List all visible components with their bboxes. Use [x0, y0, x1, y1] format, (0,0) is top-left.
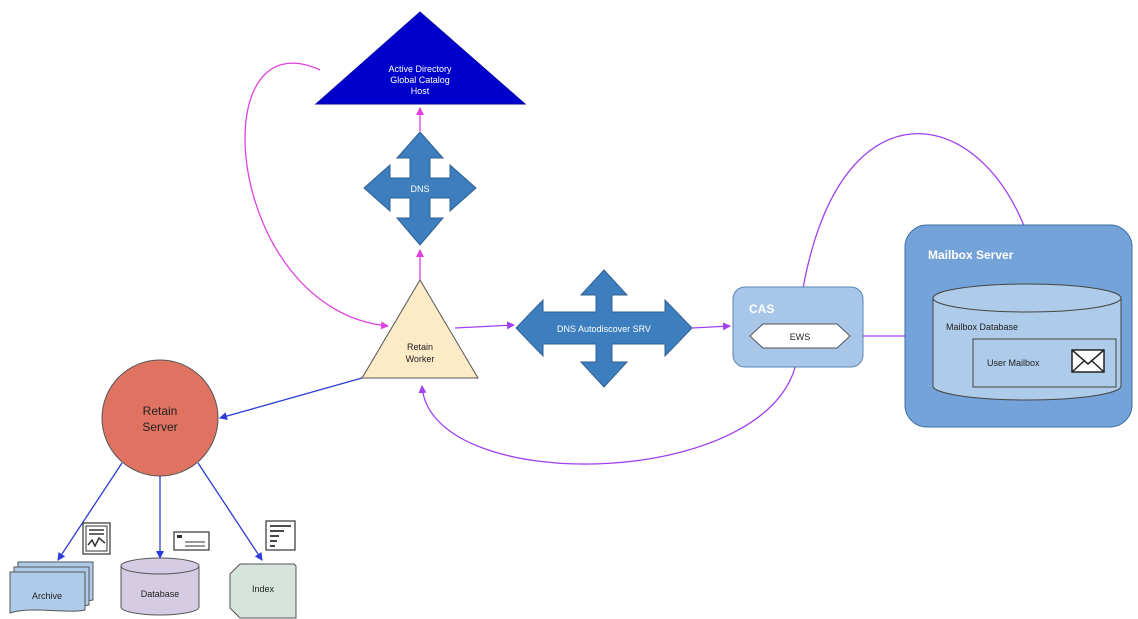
index-label: Index	[252, 584, 275, 594]
edge-ad-to-worker-loop	[244, 62, 389, 330]
active-directory-triangle	[314, 11, 527, 105]
dns-label: DNS	[410, 184, 429, 194]
retain-worker-label-line2: Worker	[406, 354, 435, 364]
database-cylinder-top	[120, 557, 200, 575]
envelope-icon	[1071, 349, 1105, 373]
report-icon	[82, 522, 111, 555]
active-directory-label-line2: Global Catalog	[390, 75, 450, 85]
user-mailbox-label: User Mailbox	[987, 358, 1040, 368]
cas-label: CAS	[749, 302, 774, 316]
dns-autodiscover-quad-arrow	[515, 269, 693, 388]
database-cylinder	[120, 566, 200, 616]
retain-server-node: Retain Server	[101, 359, 219, 477]
cas-node: CAS EWS	[732, 286, 864, 368]
retain-server-label-line1: Retain	[143, 404, 178, 418]
active-directory-label-line3: Host	[411, 86, 430, 96]
list-document-icon	[265, 520, 296, 551]
edge-ews-to-worker-loop	[418, 349, 799, 465]
index-card	[229, 563, 297, 619]
archive-doc-front	[9, 571, 86, 614]
edge-retain-to-archive	[57, 462, 123, 561]
retain-server-label-line2: Server	[142, 420, 177, 434]
retain-worker-triangle	[361, 279, 479, 379]
edge-autodiscover-to-cas	[691, 322, 731, 331]
database-node: Database	[120, 531, 210, 616]
edge-worker-to-retain-server	[219, 377, 363, 420]
ews-hexagon	[749, 323, 851, 349]
edge-retain-to-index	[197, 462, 263, 561]
edge-worker-to-autodiscover	[454, 321, 515, 330]
mailbox-server-node: Mailbox Server Mailbox Database User Mai…	[904, 224, 1133, 428]
dns-autodiscover-label: DNS Autodiscover SRV	[557, 324, 651, 334]
active-directory-node: Active Directory Global Catalog Host	[314, 11, 527, 105]
active-directory-label-line1: Active Directory	[388, 64, 452, 74]
record-card-icon	[173, 531, 210, 551]
retain-worker-label-line1: Retain	[407, 342, 433, 352]
mailbox-database-cylinder-top	[932, 283, 1122, 313]
database-label: Database	[141, 589, 180, 599]
retain-server-circle	[101, 359, 219, 477]
mailbox-server-label: Mailbox Server	[928, 248, 1014, 262]
dns-autodiscover-node: DNS Autodiscover SRV	[515, 269, 693, 388]
mailbox-database-label: Mailbox Database	[946, 322, 1018, 332]
index-node: Index	[229, 520, 297, 619]
archive-node: Archive	[9, 522, 111, 614]
dns-node: DNS	[363, 131, 477, 246]
retain-worker-node: Retain Worker	[361, 279, 479, 379]
dns-quad-arrow	[363, 131, 477, 246]
archive-label: Archive	[32, 591, 62, 601]
ews-label: EWS	[790, 332, 811, 342]
